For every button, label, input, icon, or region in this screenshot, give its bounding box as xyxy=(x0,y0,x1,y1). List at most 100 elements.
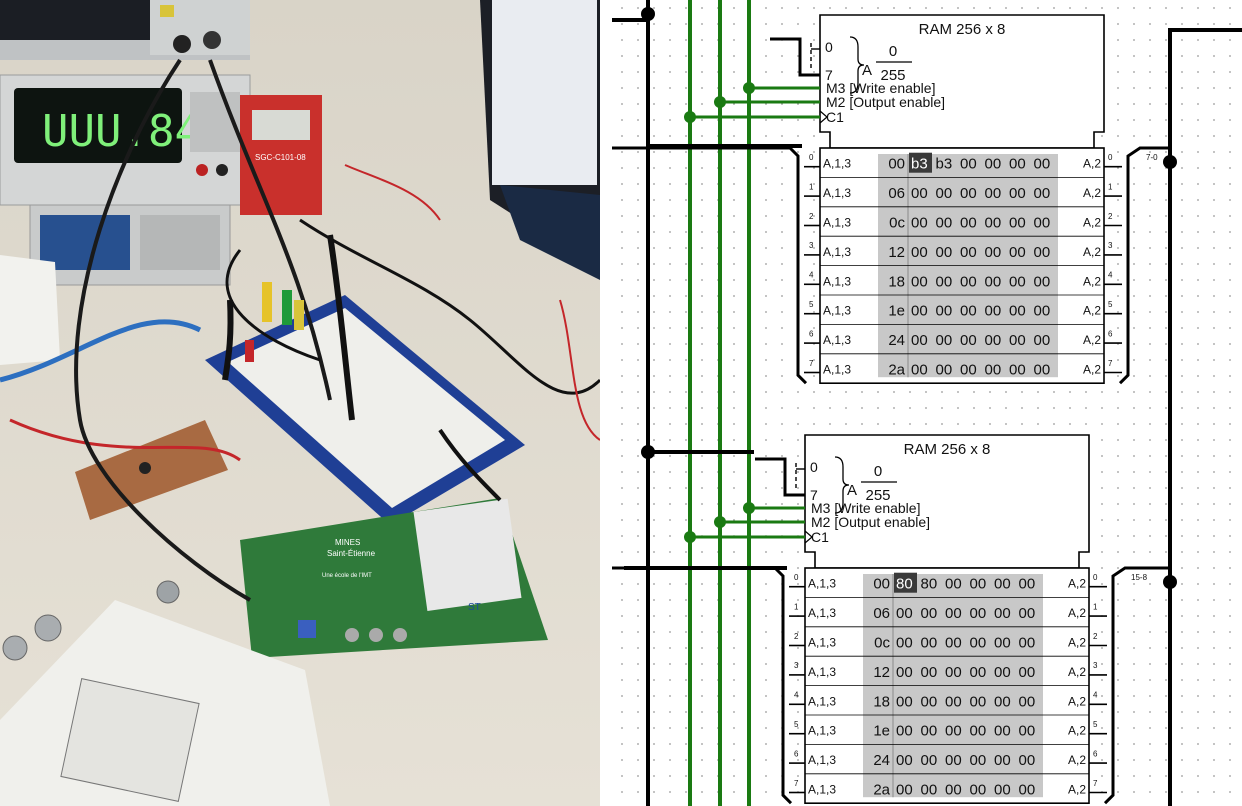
memory-cell[interactable]: 00 xyxy=(921,693,938,710)
memory-cell[interactable]: 00 xyxy=(945,693,962,710)
memory-cell[interactable]: 00 xyxy=(985,215,1002,232)
memory-cell[interactable]: 00 xyxy=(1034,273,1051,290)
memory-cell[interactable]: 00 xyxy=(1009,244,1026,261)
memory-cell[interactable]: 00 xyxy=(921,723,938,740)
memory-cell[interactable]: 00 xyxy=(970,752,987,769)
memory-cell[interactable]: 00 xyxy=(921,605,938,622)
memory-cell[interactable]: 00 xyxy=(896,723,913,740)
memory-cell[interactable]: 00 xyxy=(960,273,977,290)
memory-cell[interactable]: 00 xyxy=(911,273,928,290)
memory-cell[interactable]: 00 xyxy=(994,576,1011,593)
memory-cell[interactable]: 00 xyxy=(945,782,962,799)
memory-cell[interactable]: 00 xyxy=(1034,362,1051,379)
memory-cell[interactable]: 00 xyxy=(985,362,1002,379)
memory-cell-cursor[interactable] xyxy=(894,572,917,593)
memory-cell[interactable]: 00 xyxy=(911,303,928,320)
memory-cell[interactable]: 00 xyxy=(936,332,953,349)
memory-cell[interactable]: 00 xyxy=(985,185,1002,202)
memory-cell[interactable]: 00 xyxy=(936,244,953,261)
memory-cell[interactable]: 00 xyxy=(985,244,1002,261)
memory-cell[interactable]: 00 xyxy=(960,362,977,379)
memory-cell[interactable]: 00 xyxy=(994,635,1011,652)
memory-cell[interactable]: 00 xyxy=(921,635,938,652)
memory-cell-selected[interactable]: b3 xyxy=(911,156,928,173)
memory-cell[interactable]: 00 xyxy=(936,273,953,290)
memory-cell[interactable]: 00 xyxy=(911,362,928,379)
memory-cell[interactable]: 00 xyxy=(896,693,913,710)
memory-cell[interactable]: 00 xyxy=(1009,185,1026,202)
memory-cell[interactable]: 00 xyxy=(1034,156,1051,173)
memory-cell[interactable]: 00 xyxy=(1019,723,1036,740)
memory-cell[interactable]: 00 xyxy=(994,752,1011,769)
memory-cell[interactable]: 00 xyxy=(1019,693,1036,710)
memory-cell[interactable]: 00 xyxy=(1034,244,1051,261)
memory-cell[interactable]: 00 xyxy=(896,664,913,681)
memory-cell[interactable]: 00 xyxy=(985,303,1002,320)
memory-cell[interactable]: 00 xyxy=(1034,303,1051,320)
memory-cell[interactable]: 00 xyxy=(970,782,987,799)
memory-cell[interactable]: 00 xyxy=(1019,576,1036,593)
memory-cell[interactable]: 00 xyxy=(945,635,962,652)
memory-cell[interactable]: 00 xyxy=(970,664,987,681)
memory-cell-cursor[interactable] xyxy=(909,152,932,173)
memory-cell[interactable]: 00 xyxy=(1019,605,1036,622)
memory-cell[interactable]: 00 xyxy=(921,752,938,769)
memory-cell[interactable]: 00 xyxy=(1034,332,1051,349)
memory-cell[interactable]: 00 xyxy=(1009,303,1026,320)
memory-cell[interactable]: 00 xyxy=(960,332,977,349)
memory-cell[interactable]: 00 xyxy=(896,605,913,622)
memory-cell[interactable]: 00 xyxy=(994,693,1011,710)
memory-cell[interactable]: 00 xyxy=(945,752,962,769)
memory-cell[interactable]: 00 xyxy=(921,782,938,799)
memory-cell[interactable]: 80 xyxy=(921,576,938,593)
memory-cell[interactable]: 00 xyxy=(911,215,928,232)
memory-cell[interactable]: 00 xyxy=(970,635,987,652)
memory-cell[interactable]: 00 xyxy=(1019,782,1036,799)
memory-cell[interactable]: 00 xyxy=(936,185,953,202)
memory-cell[interactable]: 00 xyxy=(911,244,928,261)
memory-cell[interactable]: 00 xyxy=(960,303,977,320)
memory-cell[interactable]: 00 xyxy=(911,185,928,202)
memory-cell[interactable]: 00 xyxy=(945,576,962,593)
memory-cell[interactable]: 00 xyxy=(1009,273,1026,290)
memory-cell[interactable]: 00 xyxy=(960,215,977,232)
memory-cell-selected[interactable]: 80 xyxy=(896,576,913,593)
memory-cell[interactable]: 00 xyxy=(985,156,1002,173)
memory-cell[interactable]: 00 xyxy=(936,362,953,379)
memory-cell[interactable]: 00 xyxy=(921,664,938,681)
memory-cell[interactable]: 00 xyxy=(945,664,962,681)
memory-cell[interactable]: 00 xyxy=(896,752,913,769)
memory-cell[interactable]: 00 xyxy=(985,273,1002,290)
memory-cell[interactable]: 00 xyxy=(994,664,1011,681)
memory-cell[interactable]: 00 xyxy=(994,723,1011,740)
memory-cell[interactable]: 00 xyxy=(994,605,1011,622)
memory-cell[interactable]: 00 xyxy=(936,303,953,320)
memory-cell[interactable]: 00 xyxy=(1009,362,1026,379)
memory-cell[interactable]: 00 xyxy=(1009,332,1026,349)
memory-cell[interactable]: 00 xyxy=(1009,215,1026,232)
memory-cell[interactable]: 00 xyxy=(945,723,962,740)
memory-cell[interactable]: 00 xyxy=(896,782,913,799)
memory-cell[interactable]: b3 xyxy=(936,156,953,173)
memory-cell[interactable]: 00 xyxy=(911,332,928,349)
memory-cell[interactable]: 00 xyxy=(970,693,987,710)
memory-cell[interactable]: 00 xyxy=(1019,752,1036,769)
memory-cell[interactable]: 00 xyxy=(994,782,1011,799)
memory-cell[interactable]: 00 xyxy=(960,156,977,173)
memory-cell[interactable]: 00 xyxy=(1019,635,1036,652)
memory-cell[interactable]: 00 xyxy=(945,605,962,622)
memory-cell[interactable]: 00 xyxy=(896,635,913,652)
memory-cell[interactable]: 00 xyxy=(970,576,987,593)
memory-cell[interactable]: 00 xyxy=(960,185,977,202)
memory-cell[interactable]: 00 xyxy=(1009,156,1026,173)
memory-cell[interactable]: 00 xyxy=(1034,215,1051,232)
memory-cell[interactable]: 00 xyxy=(936,215,953,232)
memory-cell[interactable]: 00 xyxy=(1034,185,1051,202)
memory-cell[interactable]: 00 xyxy=(970,605,987,622)
memory-cell[interactable]: 00 xyxy=(1019,664,1036,681)
memory-cell[interactable]: 00 xyxy=(985,332,1002,349)
memory-cell[interactable]: 00 xyxy=(960,244,977,261)
memory-cell[interactable]: 00 xyxy=(970,723,987,740)
